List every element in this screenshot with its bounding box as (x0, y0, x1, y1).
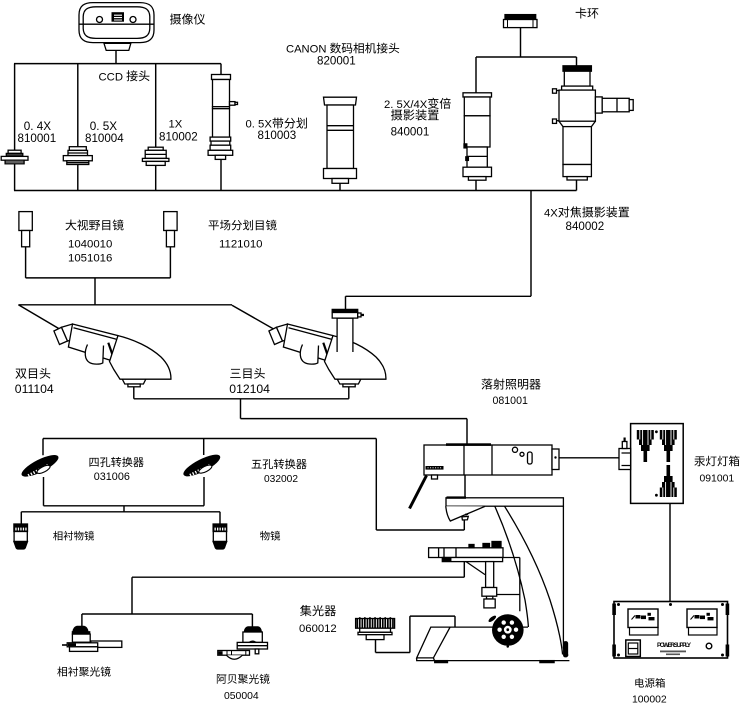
svg-text:810002: 810002 (159, 130, 198, 143)
svg-text:4X: 4X (544, 208, 558, 220)
svg-text:0. 4X: 0. 4X (24, 120, 51, 133)
svg-text:1051016: 1051016 (68, 253, 112, 265)
svg-text:CANON: CANON (286, 44, 326, 56)
svg-text:2. 5X/4X: 2. 5X/4X (384, 99, 428, 111)
svg-text:810004: 810004 (85, 132, 124, 145)
svg-text:CCD: CCD (99, 71, 123, 83)
svg-text:0. 5X: 0. 5X (90, 120, 117, 133)
svg-text:0. 5X: 0. 5X (246, 119, 273, 131)
svg-text:091001: 091001 (700, 473, 735, 484)
svg-text:POWER SUPPLY: POWER SUPPLY (657, 642, 692, 649)
svg-text:840001: 840001 (391, 126, 430, 139)
svg-text:1X: 1X (169, 118, 183, 130)
svg-text:1121010: 1121010 (219, 239, 263, 251)
svg-text:012104: 012104 (229, 382, 270, 396)
svg-text:031006: 031006 (94, 471, 130, 483)
svg-text:050004: 050004 (224, 691, 259, 702)
svg-text:1040010: 1040010 (68, 239, 112, 251)
svg-text:810003: 810003 (258, 129, 297, 142)
svg-text:810001: 810001 (18, 132, 57, 145)
svg-text:081001: 081001 (493, 395, 528, 407)
svg-text:100002: 100002 (632, 694, 667, 703)
svg-text:060012: 060012 (299, 623, 337, 635)
svg-text:820001: 820001 (317, 54, 356, 67)
svg-text:032002: 032002 (264, 474, 298, 485)
svg-text:011104: 011104 (15, 382, 54, 396)
svg-text:840002: 840002 (566, 220, 605, 233)
